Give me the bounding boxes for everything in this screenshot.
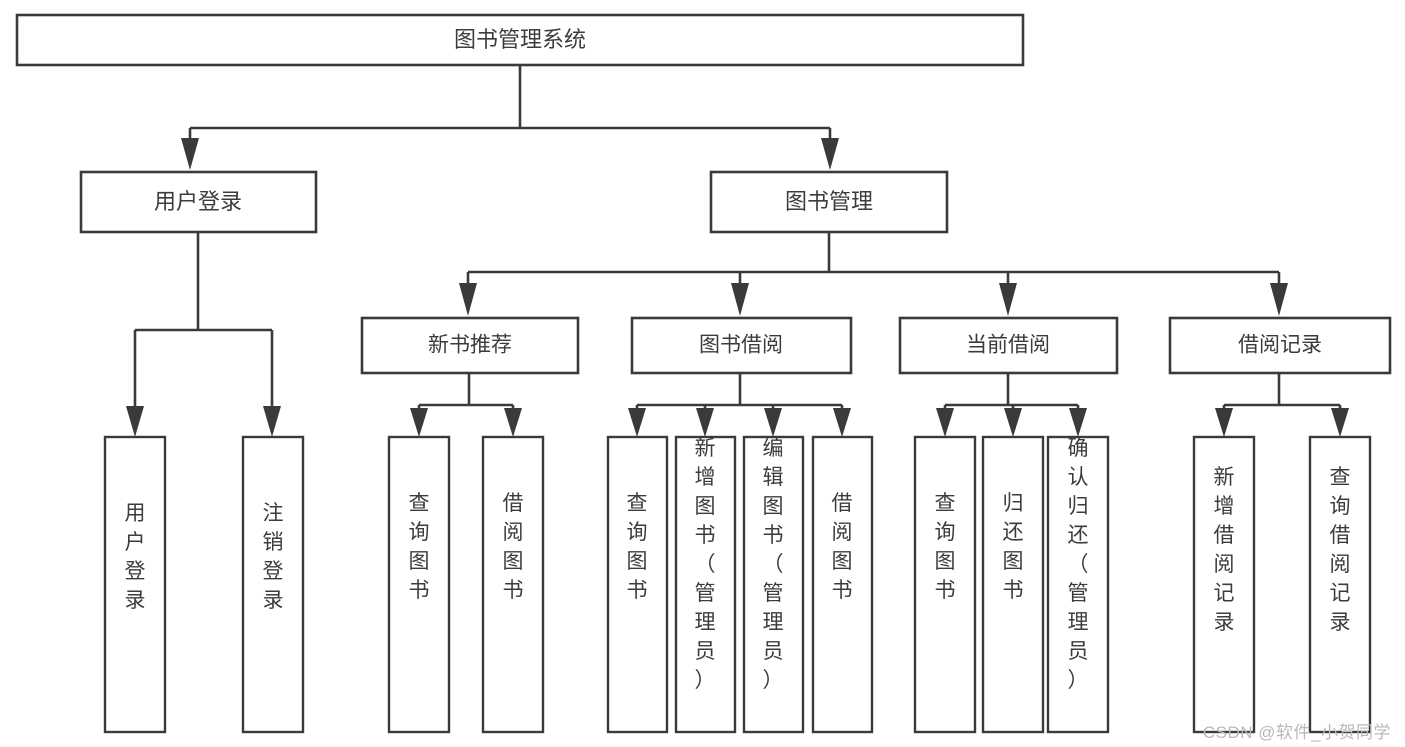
leaf-label: 查询图书 <box>409 492 430 602</box>
node-label: 图书管理系统 <box>454 27 586 52</box>
arrow-head-icon <box>181 138 199 170</box>
leaf-label: 新增借阅记录 <box>1214 466 1235 634</box>
node-box-shape <box>606 435 669 734</box>
leaf-node-borrow-book[interactable]: 借阅图书 <box>811 435 874 734</box>
node-box-shape <box>1308 435 1372 734</box>
node-box-shape <box>811 435 874 734</box>
connector-newbook-to-leaves <box>410 373 522 437</box>
node-box-shape <box>360 316 580 375</box>
arrow-head-icon <box>263 406 281 437</box>
arrow-head-icon <box>1270 283 1288 316</box>
connector-bookborrow-to-leaves <box>628 373 851 437</box>
node-box-shape <box>630 316 853 375</box>
connector-userlogin-to-leaves <box>126 232 281 437</box>
node-book-management[interactable]: 图书管理 <box>709 170 949 234</box>
node-box-shape <box>79 170 318 234</box>
node-label: 当前借阅 <box>966 334 1050 357</box>
node-label: 用户登录 <box>154 189 242 214</box>
node-box-shape <box>674 435 737 734</box>
node-box-shape <box>898 316 1119 375</box>
node-box-shape <box>1168 316 1392 375</box>
arrow-head-icon <box>1331 408 1349 437</box>
arrow-head-icon <box>1004 408 1022 437</box>
leaf-label: 查询图书 <box>627 492 648 602</box>
leaf-label: 查询借阅记录 <box>1330 466 1351 634</box>
leaf-node-logout[interactable]: 注销登录 <box>241 435 305 734</box>
connector-root-to-level2 <box>181 65 839 170</box>
leaf-label: 注销登录 <box>263 502 284 612</box>
leaf-node-borrow-book-newbook[interactable]: 借阅图书 <box>481 435 545 734</box>
node-box-shape <box>981 435 1045 734</box>
leaf-label: 新增图书（管理员） <box>695 437 716 692</box>
leaf-node-edit-book-admin[interactable]: 编辑图书（管理员） <box>742 435 805 734</box>
arrow-head-icon <box>628 408 646 437</box>
node-book-borrow[interactable]: 图书借阅 <box>630 316 853 375</box>
leaf-node-query-book-borrow[interactable]: 查询图书 <box>606 435 669 734</box>
arrow-head-icon <box>696 408 714 437</box>
arrow-head-icon <box>459 283 477 316</box>
arrow-head-icon <box>504 408 522 437</box>
arrow-head-icon <box>764 408 782 437</box>
arrow-head-icon <box>1215 408 1233 437</box>
arrow-head-icon <box>833 408 851 437</box>
arrow-head-icon <box>126 406 144 437</box>
node-new-book-recommend[interactable]: 新书推荐 <box>360 316 580 375</box>
leaf-node-confirm-return-admin[interactable]: 确认归还（管理员） <box>1046 435 1110 734</box>
node-label: 借阅记录 <box>1238 334 1322 357</box>
leaf-label: 借阅图书 <box>503 492 524 602</box>
leaf-label: 用户登录 <box>125 502 146 612</box>
node-box-shape <box>15 13 1025 67</box>
leaf-node-query-book-current[interactable]: 查询图书 <box>913 435 977 734</box>
connector-bookmgmt-to-level3 <box>459 232 1288 316</box>
node-label: 图书管理 <box>785 189 873 214</box>
leaf-node-add-borrow-record[interactable]: 新增借阅记录 <box>1192 435 1256 734</box>
leaf-node-user-login[interactable]: 用户登录 <box>103 435 167 734</box>
node-borrow-record[interactable]: 借阅记录 <box>1168 316 1392 375</box>
arrow-head-icon <box>1069 408 1087 437</box>
connector-currentborrow-to-leaves <box>936 373 1087 437</box>
node-box-shape <box>1192 435 1256 734</box>
node-box-shape <box>481 435 545 734</box>
node-label: 新书推荐 <box>428 334 512 357</box>
node-user-login[interactable]: 用户登录 <box>79 170 318 234</box>
leaf-node-add-book-admin[interactable]: 新增图书（管理员） <box>674 435 737 734</box>
node-current-borrow[interactable]: 当前借阅 <box>898 316 1119 375</box>
node-box-shape <box>103 435 167 734</box>
node-box-shape <box>742 435 805 734</box>
leaf-node-return-book[interactable]: 归还图书 <box>981 435 1045 734</box>
node-box-shape <box>709 170 949 234</box>
leaf-label: 编辑图书（管理员） <box>763 437 784 692</box>
node-root-book-management-system[interactable]: 图书管理系统 <box>15 13 1025 67</box>
leaf-label: 借阅图书 <box>832 492 853 602</box>
leaf-label: 确认归还（管理员） <box>1068 437 1089 692</box>
leaf-node-query-book-newbook[interactable]: 查询图书 <box>387 435 451 734</box>
leaf-label: 查询图书 <box>935 492 956 602</box>
connector-borrowrecord-to-leaves <box>1215 373 1349 437</box>
arrow-head-icon <box>410 408 428 437</box>
arrow-head-icon <box>821 138 839 170</box>
arrow-head-icon <box>999 283 1017 316</box>
arrow-head-icon <box>731 283 749 316</box>
leaf-label: 归还图书 <box>1003 492 1024 602</box>
node-box-shape <box>241 435 305 734</box>
node-box-shape <box>1046 435 1110 734</box>
node-box-shape <box>913 435 977 734</box>
node-label: 图书借阅 <box>699 334 783 357</box>
arrow-head-icon <box>936 408 954 437</box>
node-box-shape <box>387 435 451 734</box>
leaf-node-query-borrow-record[interactable]: 查询借阅记录 <box>1308 435 1372 734</box>
